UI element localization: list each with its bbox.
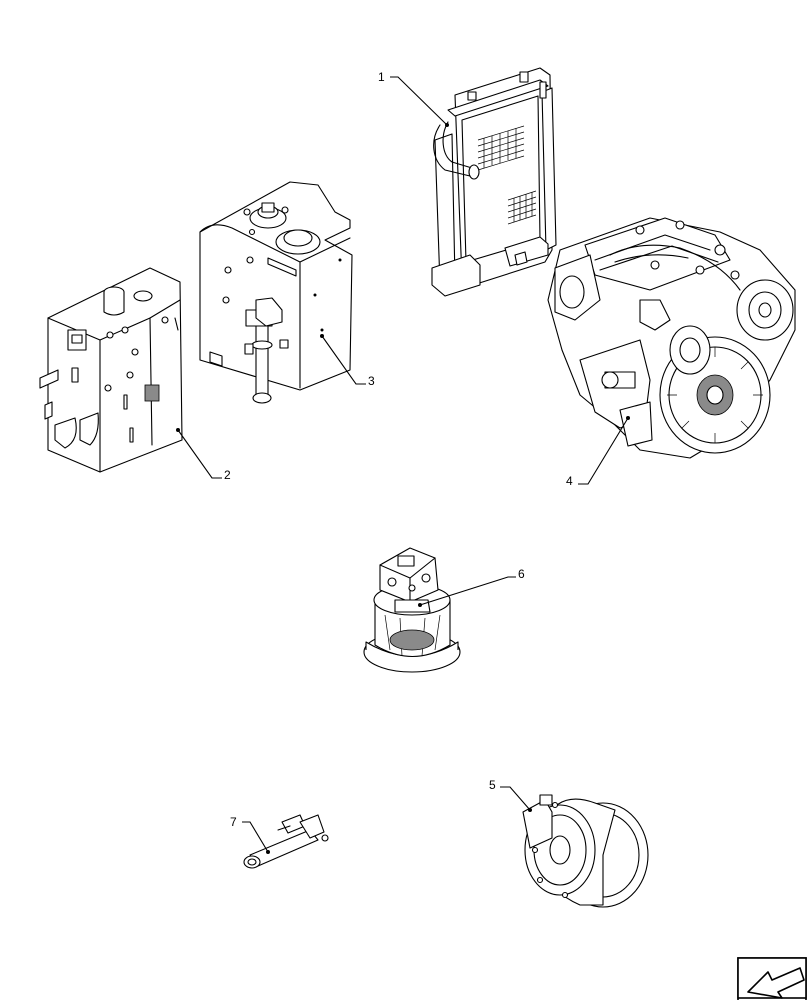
callout-4: 4 — [566, 416, 630, 488]
callout-label-5: 5 — [489, 778, 496, 792]
fuel-tank — [39, 267, 183, 473]
callout-label-7: 7 — [230, 815, 237, 829]
callout-label-3: 3 — [368, 374, 375, 388]
callout-5: 5 — [489, 778, 532, 812]
callout-label-2: 2 — [224, 468, 231, 482]
callout-1: 1 — [378, 70, 449, 127]
callout-3: 3 — [320, 334, 375, 388]
swing-motor — [363, 547, 461, 673]
callout-label-1: 1 — [378, 70, 385, 84]
next-page-arrow-icon[interactable] — [737, 957, 807, 1000]
travel-motor — [522, 794, 649, 908]
engine — [547, 217, 796, 459]
cylinder-valve — [243, 814, 329, 869]
callout-2: 2 — [176, 428, 231, 482]
callout-7: 7 — [230, 815, 270, 854]
hydraulic-tank — [199, 181, 353, 404]
callout-6: 6 — [418, 567, 525, 607]
radiator — [431, 67, 557, 297]
callout-label-6: 6 — [518, 567, 525, 581]
callout-label-4: 4 — [566, 474, 573, 488]
